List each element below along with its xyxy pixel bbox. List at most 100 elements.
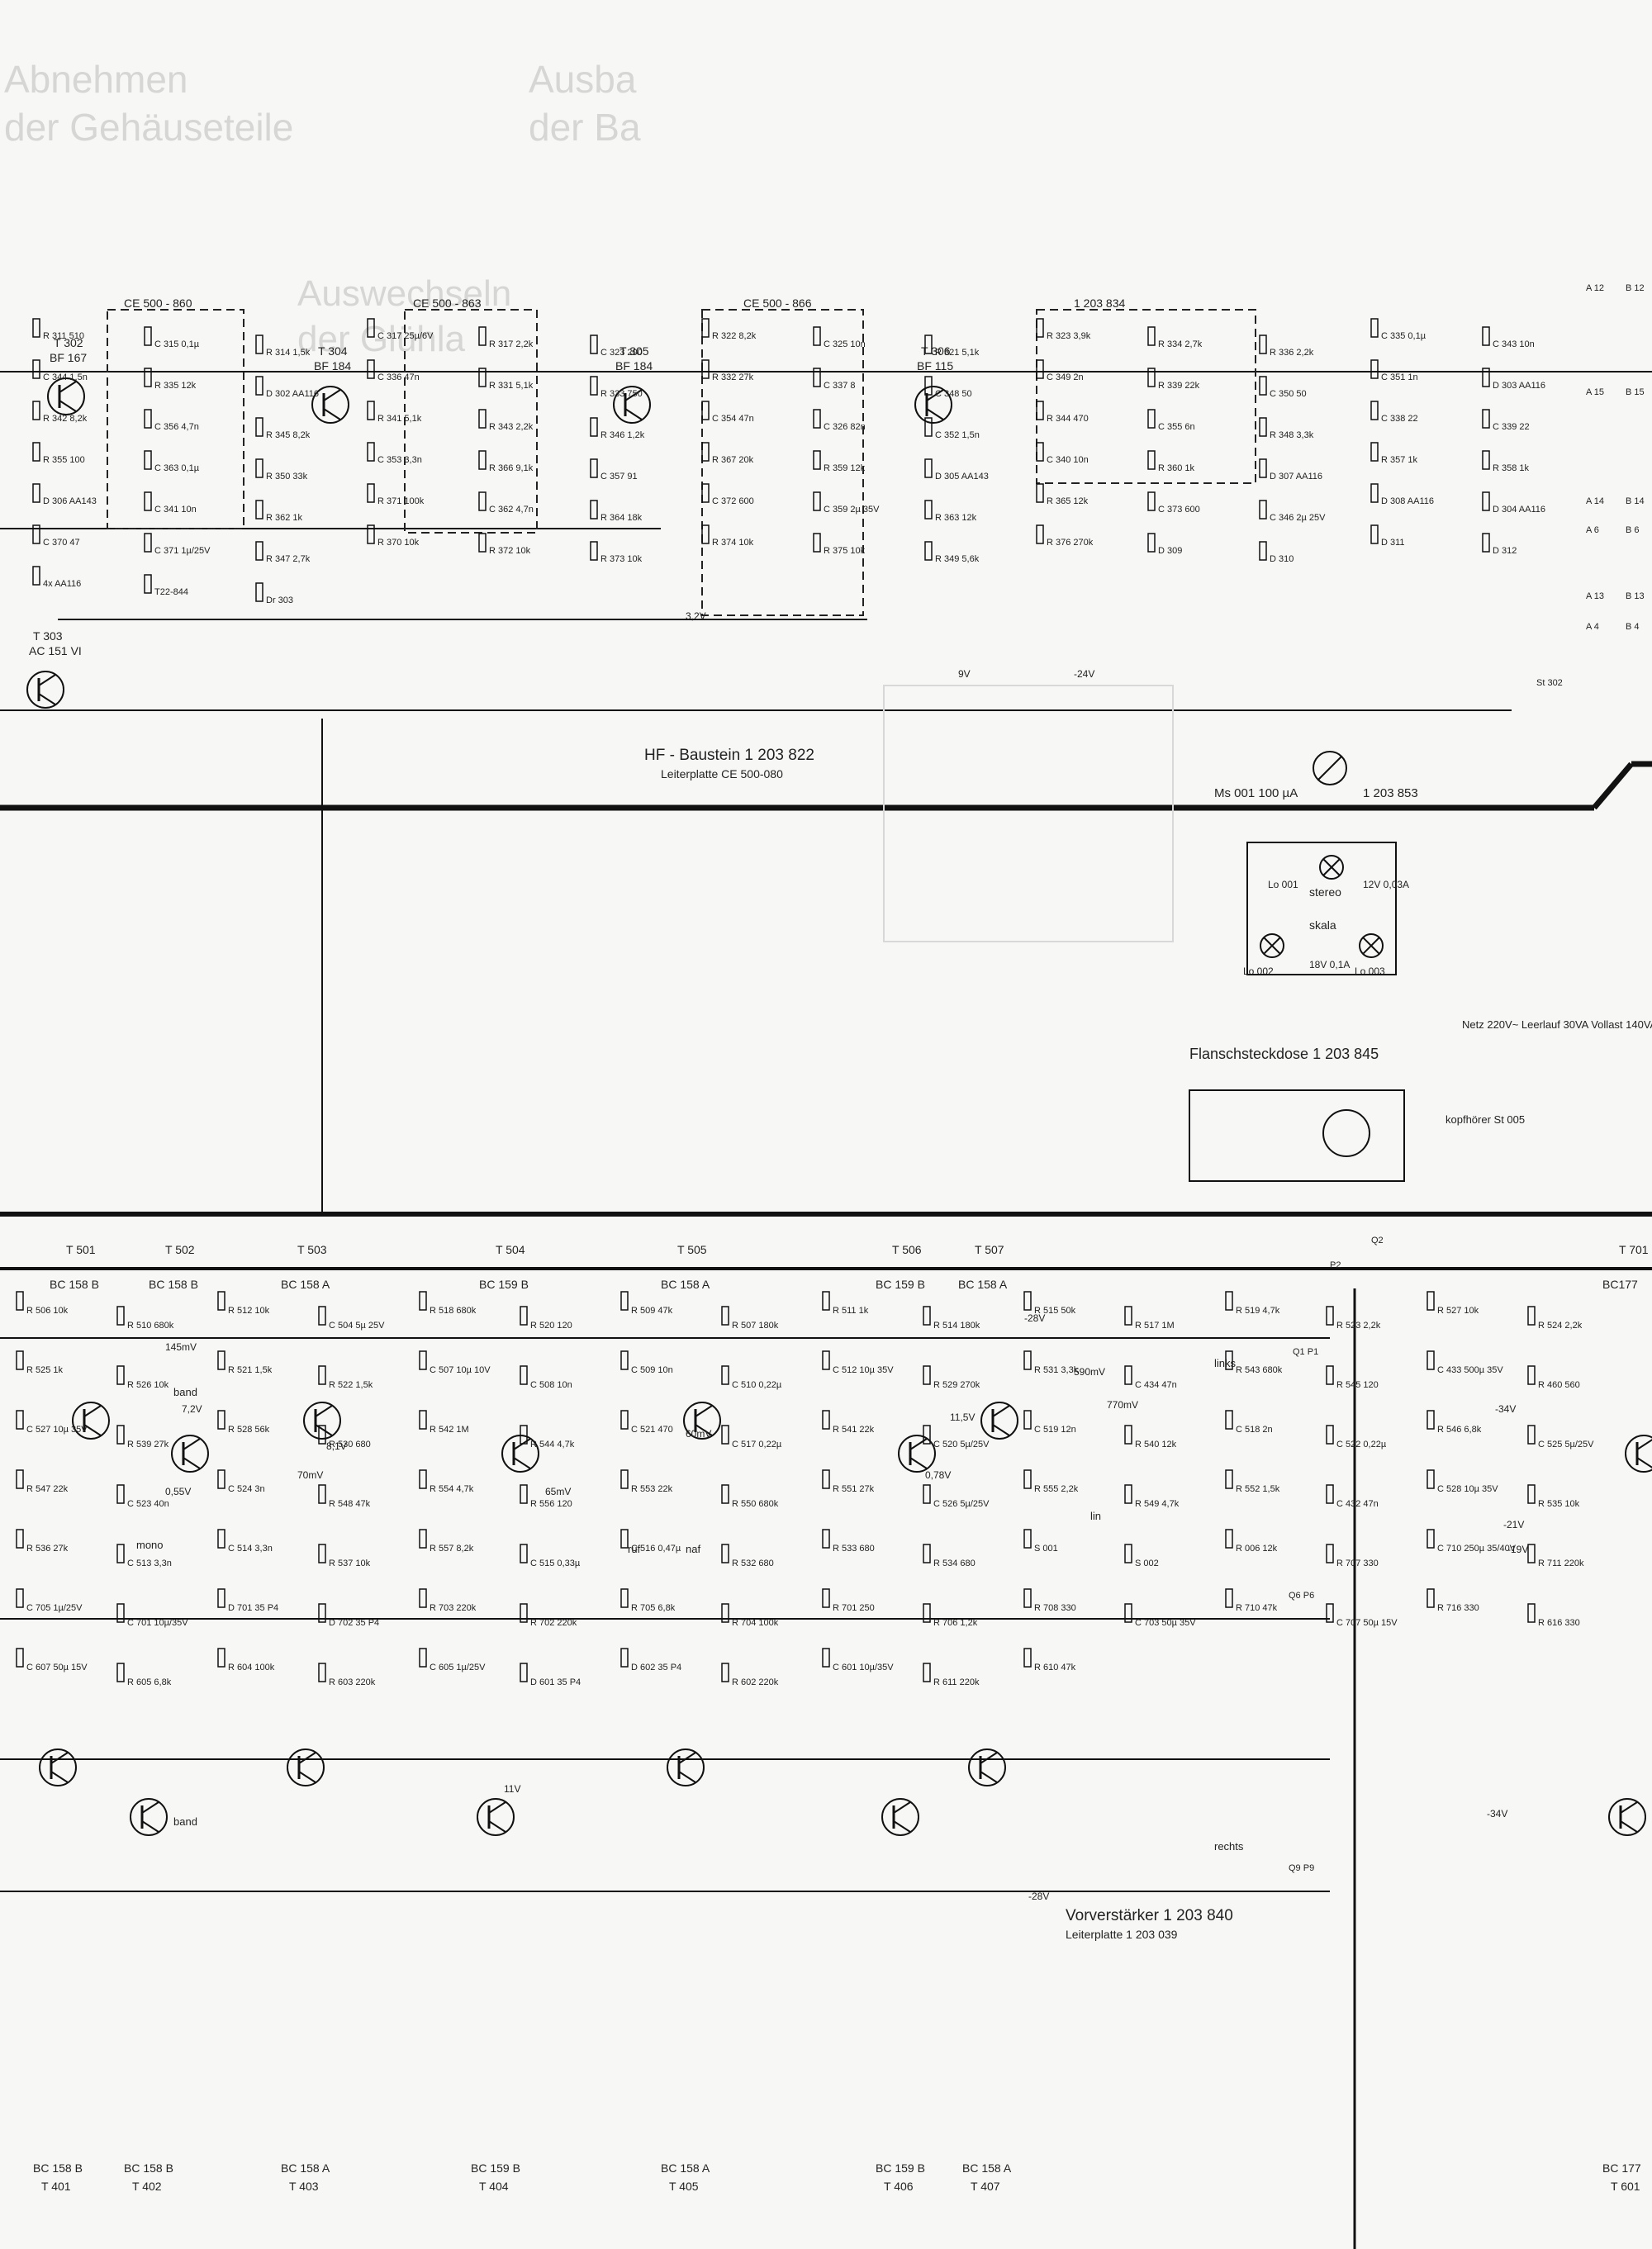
- nf-component-symbol-89: [822, 1588, 830, 1608]
- nf-transistor-bottom-3: [287, 1748, 325, 1786]
- nf-transistor-top-type-7: BC 158 A: [958, 1278, 1008, 1291]
- lamp-stereo-label: stereo: [1309, 885, 1341, 899]
- nf-component-79: C 710 250µ 35/40V: [1437, 1544, 1517, 1554]
- nf-component-symbol-102: [520, 1663, 528, 1682]
- hf-component-14: C 343 10n: [1493, 339, 1535, 349]
- hf-component-symbol-17: [255, 376, 263, 396]
- nf-component-symbol-15: [1427, 1291, 1435, 1311]
- nf-component-71: C 516 0,47µ: [631, 1544, 681, 1554]
- nf-transistor-top-ref-4: T 504: [496, 1243, 525, 1256]
- nf-component-symbol-94: [1326, 1603, 1334, 1623]
- hf-component-symbol-24: [1036, 359, 1044, 379]
- hf-component-22: C 337 8: [824, 381, 856, 391]
- nf-component-symbol-91: [1023, 1588, 1032, 1608]
- nf-transistor-bottom-ref-6: T 406: [884, 2180, 914, 2193]
- nf-component-73: R 533 680: [833, 1544, 875, 1554]
- hf-component-symbol-36: [813, 409, 821, 429]
- nf-component-92: C 703 50µ 35V: [1135, 1618, 1196, 1628]
- bus-lines: [0, 371, 1652, 2249]
- ghost-heading-1b: der Gehäuseteile: [4, 106, 293, 149]
- nf-component-symbol-98: [116, 1663, 125, 1682]
- nf-component-39: C 521 470: [631, 1425, 673, 1435]
- nf-transistor-bottom-type-8: BC 177: [1602, 2161, 1641, 2175]
- hf-transistor-1-body: [47, 377, 85, 415]
- voltage-12: 8,1V: [326, 1440, 347, 1452]
- filter-module-4: [1036, 309, 1256, 484]
- lamp-lo003-label: Lo 003: [1355, 966, 1385, 977]
- hf-component-71: C 370 47: [43, 538, 80, 548]
- hf-component-28: D 303 AA116: [1493, 381, 1545, 391]
- hf-component-46: C 353 3,3n: [377, 455, 422, 465]
- ghost-heading-2b: der Ba: [529, 106, 641, 149]
- hf-component-44: C 363 0,1µ: [154, 463, 200, 473]
- hf-component-49: R 367 20k: [712, 455, 754, 465]
- nf-component-symbol-24: [721, 1365, 729, 1385]
- nf-component-symbol-47: [1427, 1410, 1435, 1430]
- lamp-stereo-x2: [1322, 858, 1341, 876]
- hf-component-40: R 348 3,3k: [1270, 430, 1314, 440]
- nf-component-102: D 601 35 P4: [530, 1677, 581, 1687]
- nf-component-83: D 701 35 P4: [228, 1603, 278, 1613]
- switch-label-2: mono: [136, 1539, 164, 1551]
- nf-transistor-bottom-2: [130, 1798, 168, 1836]
- hf-transistor-4-collector: [624, 389, 643, 401]
- hf-component-symbol-6: [590, 335, 598, 354]
- nf-transistor-top-8-collector: [1636, 1439, 1652, 1450]
- nf-transistor-bottom-5-collector: [678, 1752, 696, 1764]
- hf-component-5: R 317 2,2k: [489, 339, 534, 349]
- hf-component-symbol-69: [1370, 483, 1379, 503]
- nf-transistor-bottom-5-emitter: [678, 1771, 696, 1783]
- hf-component-symbol-74: [367, 524, 375, 544]
- hf-component-87: Dr 303: [266, 595, 293, 605]
- hf-component-9: R 321 5,1k: [935, 348, 980, 358]
- hf-component-56: R 358 1k: [1493, 463, 1530, 473]
- hf-component-42: C 339 22: [1493, 422, 1530, 432]
- nf-component-98: R 605 6,8k: [127, 1677, 172, 1687]
- nf-transistor-top-3-emitter: [315, 1424, 333, 1436]
- nf-component-8: R 507 180k: [732, 1321, 779, 1331]
- hf-component-50: R 359 12k: [824, 463, 866, 473]
- hf-component-6: C 323 200: [601, 348, 643, 358]
- nf-transistor-bottom-7-body: [968, 1748, 1006, 1786]
- hf-component-symbol-71: [32, 524, 40, 544]
- nf-component-99: R 604 100k: [228, 1663, 275, 1673]
- nf-component-symbol-71: [620, 1529, 629, 1549]
- hf-component-21: R 332 27k: [712, 372, 754, 382]
- voltage-6: -21V: [1503, 1519, 1524, 1530]
- nf-component-14: R 523 2,2k: [1336, 1321, 1381, 1331]
- nf-component-symbol-73: [822, 1529, 830, 1549]
- ghost-layer: Abnehmen der Gehäuseteile Ausba der Ba A…: [4, 58, 641, 359]
- hf-transistor-5-emitter: [926, 408, 944, 420]
- hf-component-74: R 370 10k: [377, 538, 420, 548]
- hf-component-symbol-38: [1036, 401, 1044, 420]
- hf-component-31: R 345 8,2k: [266, 430, 311, 440]
- nf-transistor-top-1-body: [72, 1402, 110, 1440]
- switch-label-9: kopfhörer St 005: [1446, 1113, 1525, 1126]
- nf-transistor-bottom-ref-4: T 404: [479, 2180, 509, 2193]
- hf-component-symbol-48: [590, 458, 598, 478]
- nf-transistor-top-8: [1625, 1435, 1652, 1473]
- hf-transistor-5: [914, 386, 952, 424]
- nf-component-symbol-76: [1124, 1544, 1132, 1563]
- nf-component-symbol-51: [217, 1469, 225, 1489]
- vorverstaerker-title: Vorverstärker 1 203 840: [1066, 1907, 1233, 1924]
- nf-component-symbol-10: [923, 1306, 931, 1326]
- nf-transistor-bottom-1-emitter: [50, 1771, 69, 1783]
- hf-component-symbol-54: [1259, 458, 1267, 478]
- nf-transistor-top-3-body: [303, 1402, 341, 1440]
- lamp-lo002-label: Lo 002: [1243, 966, 1274, 977]
- ghost-heading-3b: der Glühla: [297, 319, 466, 359]
- hf-component-symbol-47: [478, 450, 487, 470]
- nf-component-symbol-86: [520, 1603, 528, 1623]
- voltage-2: -28V: [1024, 1312, 1045, 1324]
- hf-transistor-type-1: BF 167: [50, 351, 87, 364]
- nf-transistor-top-2: [171, 1435, 209, 1473]
- hf-component-51: D 305 AA143: [935, 472, 989, 482]
- nf-component-107: R 610 47k: [1034, 1663, 1076, 1673]
- hf-component-symbol-28: [1482, 368, 1490, 387]
- nf-transistor-bottom-type-1: BC 158 B: [33, 2161, 83, 2175]
